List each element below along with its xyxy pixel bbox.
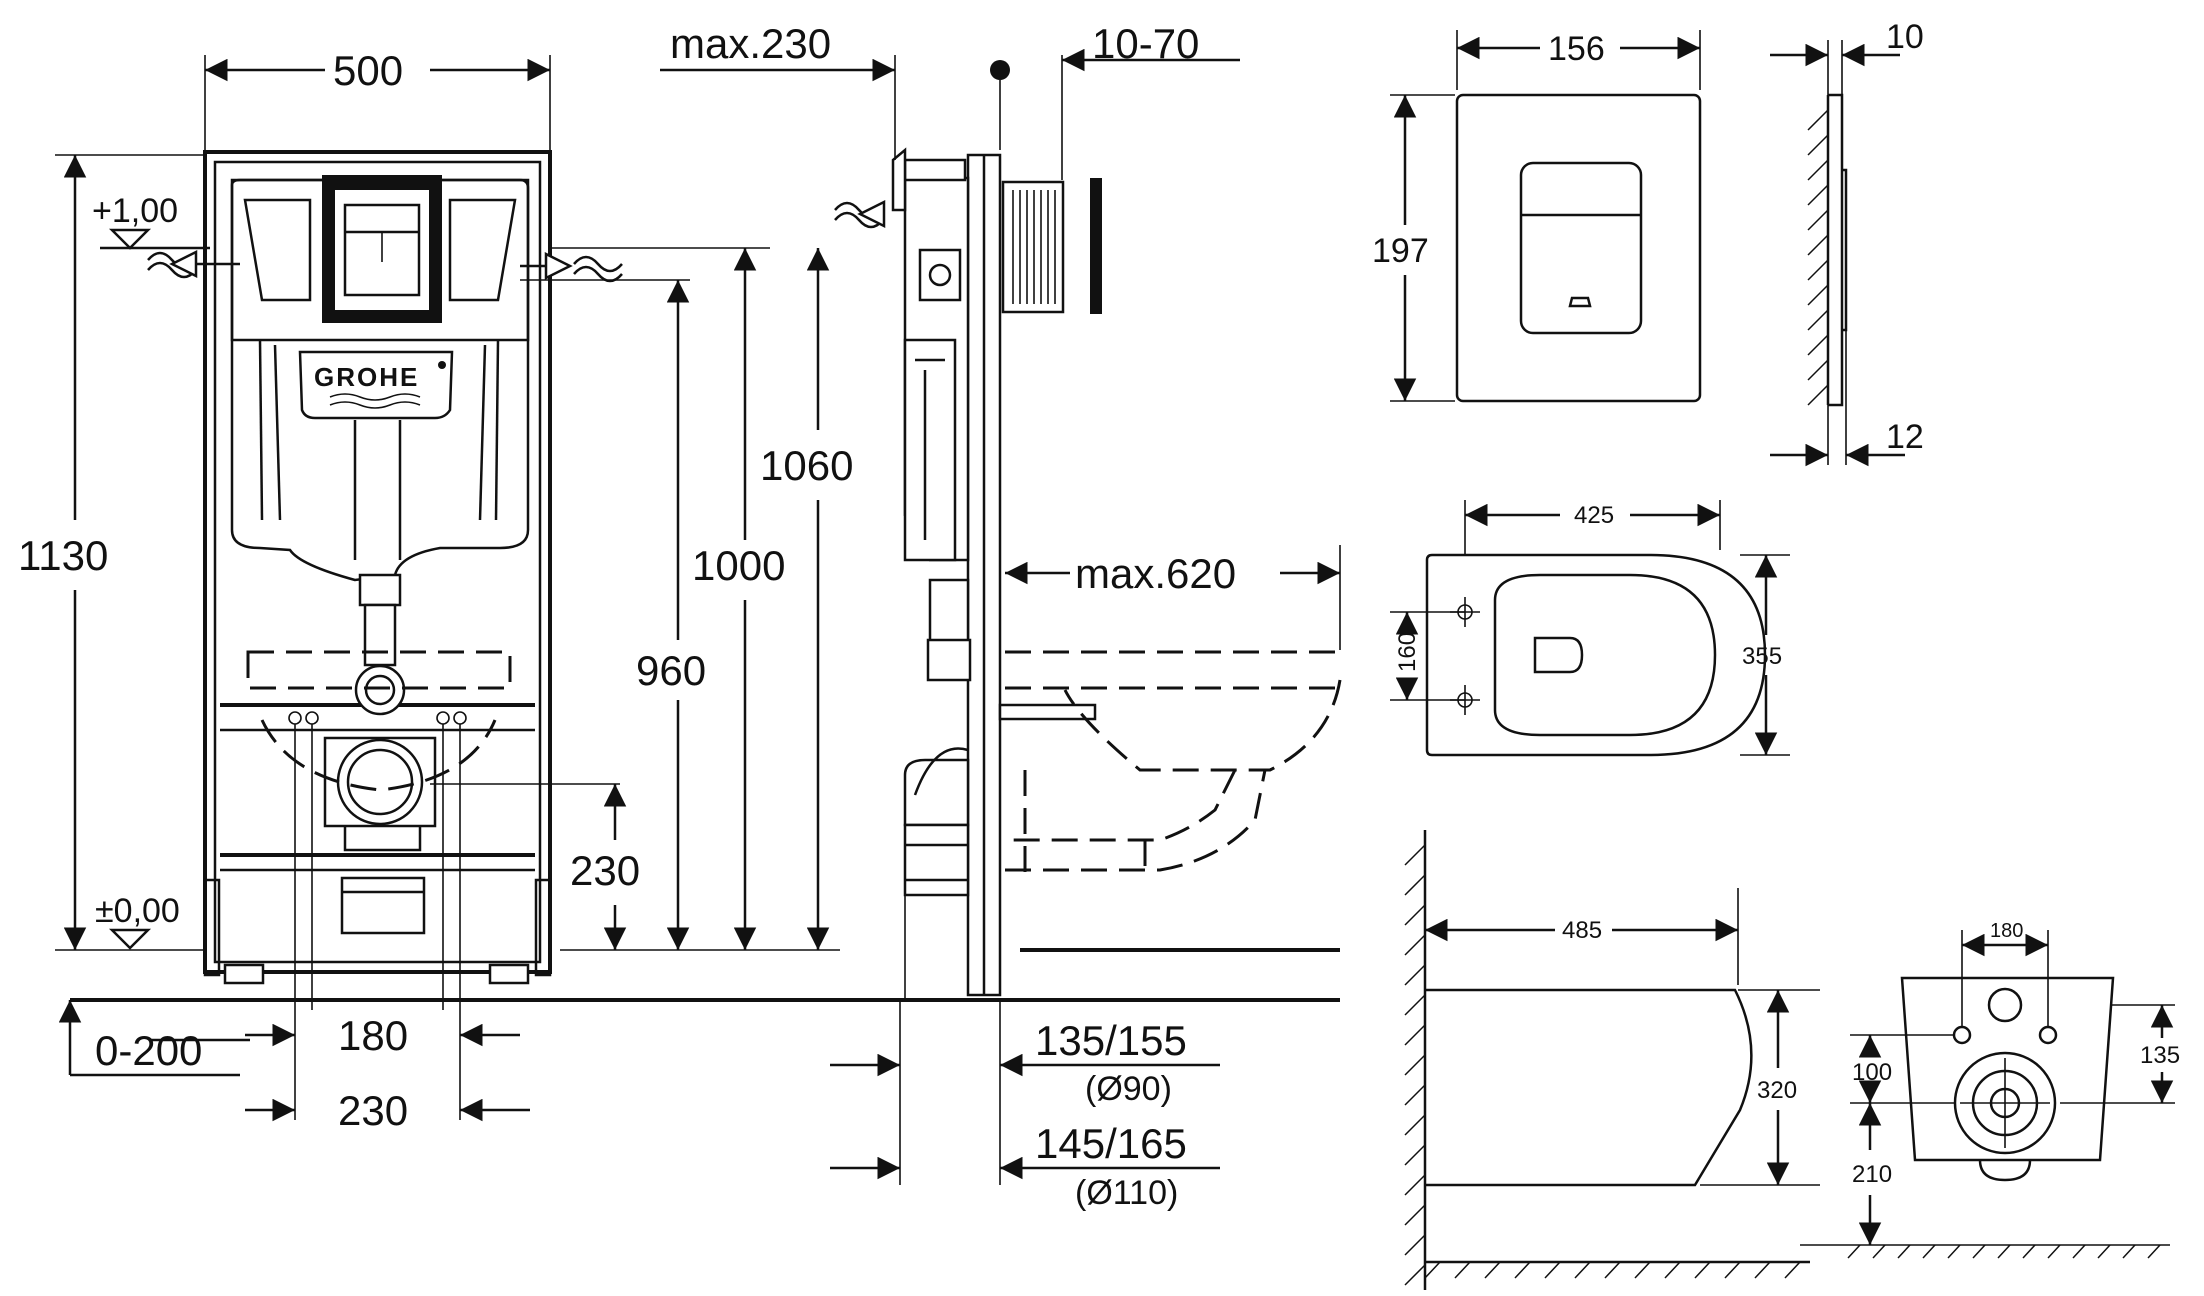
plate-width-label: 156 bbox=[1548, 30, 1605, 68]
pipe-110-diameter-label: (Ø110) bbox=[1075, 1174, 1178, 1212]
bowl-side-height-label: 320 bbox=[1757, 1077, 1797, 1104]
bowl-side-view: 320 485 bbox=[1404, 830, 1820, 1290]
height-960-label: 960 bbox=[636, 647, 706, 694]
pipe-90-dim-label: 135/155 bbox=[1035, 1017, 1187, 1064]
width-230-label: 230 bbox=[338, 1087, 408, 1134]
height-1060-label: 1060 bbox=[760, 442, 853, 489]
bowl-top-width-label: 355 bbox=[1742, 643, 1782, 670]
frame-width-label: 500 bbox=[333, 47, 403, 94]
bowl-back-hole-height-label: 135 bbox=[2140, 1042, 2180, 1069]
bowl-back-hole-outlet-label: 100 bbox=[1852, 1059, 1892, 1086]
width-180-label: 180 bbox=[338, 1012, 408, 1059]
flush-plate-side: 10 12 bbox=[1770, 18, 1924, 467]
bowl-back-view: 180 135 100 210 bbox=[1800, 920, 2180, 1259]
bowl-side-length-label: 485 bbox=[1562, 917, 1602, 944]
level-floor-label: ±0,00 bbox=[95, 892, 180, 930]
pipe-110-dim-label: 145/165 bbox=[1035, 1120, 1187, 1167]
brand-logo-text: GROHE bbox=[314, 362, 419, 392]
bowl-back-outlet-height-label: 210 bbox=[1852, 1161, 1892, 1188]
flush-plate-front: 156 197 bbox=[1372, 30, 1702, 403]
max-230-label: max.230 bbox=[670, 20, 831, 67]
side-view-frame bbox=[834, 147, 1342, 1000]
side-view-dimensions: max.230 10-70 max.620 135/155 (Ø90) 145/… bbox=[660, 20, 1341, 1212]
height-1000-label: 1000 bbox=[692, 542, 785, 589]
front-view-dimensions: 500 1130 +1,00 ±0,00 1060 1000 960 230 0… bbox=[18, 47, 853, 1134]
height-230-label: 230 bbox=[570, 847, 640, 894]
front-view-frame: GROHE bbox=[147, 150, 623, 1010]
bowl-top-length-label: 425 bbox=[1574, 502, 1614, 529]
max-620-label: max.620 bbox=[1075, 550, 1236, 597]
level-top-label: +1,00 bbox=[92, 192, 178, 230]
floor-adjust-label: 0-200 bbox=[95, 1027, 202, 1074]
bowl-top-view: 160 425 355 bbox=[1390, 500, 1790, 757]
bowl-holes-spacing-label: 160 bbox=[1394, 632, 1421, 672]
plate-height-label: 197 bbox=[1372, 232, 1429, 270]
plate-depth-top-label: 10 bbox=[1886, 18, 1924, 56]
range-10-70-label: 10-70 bbox=[1092, 20, 1199, 67]
pipe-90-diameter-label: (Ø90) bbox=[1085, 1070, 1172, 1108]
bowl-back-holes-spacing-label: 180 bbox=[1990, 920, 2023, 942]
frame-height-label: 1130 bbox=[18, 532, 108, 579]
plate-depth-bottom-label: 12 bbox=[1886, 418, 1924, 456]
